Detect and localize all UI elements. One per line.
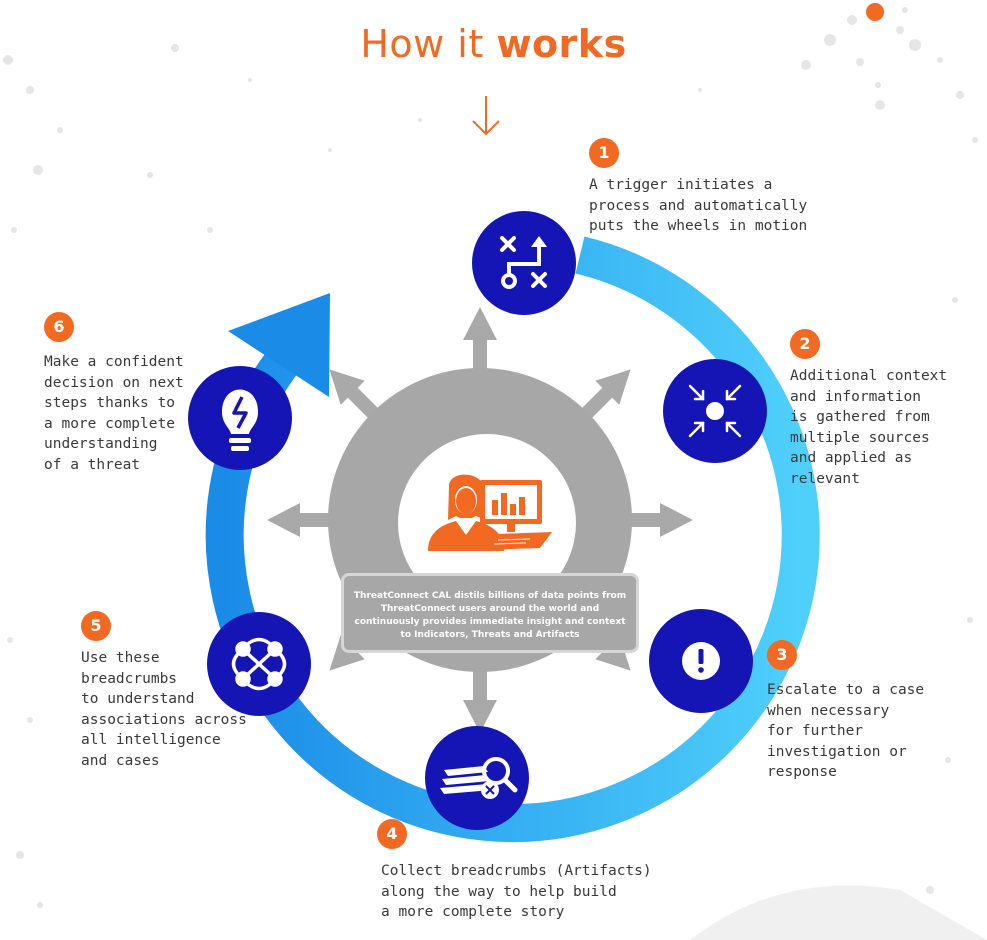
title-prefix: How it	[360, 22, 497, 66]
background-blob	[690, 885, 987, 940]
title-emphasis: works	[496, 22, 627, 66]
cal-description-callout: ThreatConnect CAL distils billions of da…	[341, 573, 639, 653]
step-1-badge: 1	[589, 138, 619, 168]
hub-arrow-3	[463, 660, 497, 733]
step-3-text: Escalate to a case when necessary for fu…	[767, 682, 925, 781]
step-2-badge: 2	[790, 329, 820, 359]
exclamation-icon	[682, 642, 720, 680]
node-4	[425, 726, 529, 830]
hub-arrow-8	[574, 369, 631, 426]
background-dots	[3, 7, 978, 908]
ring-arrowhead	[228, 293, 330, 397]
hub-arrow-6	[329, 369, 386, 426]
down-arrow-icon	[472, 96, 500, 136]
converge-arrows-icon	[688, 384, 742, 438]
network-connections-icon	[231, 637, 287, 691]
step-3-badge: 3	[767, 640, 797, 670]
step-2-text: Additional context and information is ga…	[790, 368, 948, 487]
step-5-text: Use these breadcrumbs to understand asso…	[81, 650, 247, 769]
step-6-text: Make a confident decision on next steps …	[44, 354, 184, 473]
node-6	[188, 366, 292, 470]
step-6-badge: 6	[44, 312, 74, 342]
node-2	[663, 359, 767, 463]
step-5-badge: 5	[81, 611, 111, 641]
hub-arrow-7	[463, 307, 497, 380]
analyst-at-computer-icon	[428, 474, 552, 551]
node-5	[207, 612, 311, 716]
step-4-text: Collect breadcrumbs (Artifacts) along th…	[381, 863, 652, 921]
step-4-badge: 4	[377, 819, 407, 849]
step-1-text: A trigger initiates a process and automa…	[589, 177, 808, 235]
hub-arrow-1	[620, 503, 693, 537]
magnify-documents-icon	[440, 757, 518, 799]
lightbulb-icon	[222, 389, 258, 451]
node-3	[649, 609, 753, 713]
accent-dot	[866, 3, 884, 21]
page-title: How it works	[0, 22, 987, 66]
node-1	[472, 211, 576, 315]
workflow-icon	[500, 236, 547, 289]
hub-arrow-5	[267, 503, 340, 537]
